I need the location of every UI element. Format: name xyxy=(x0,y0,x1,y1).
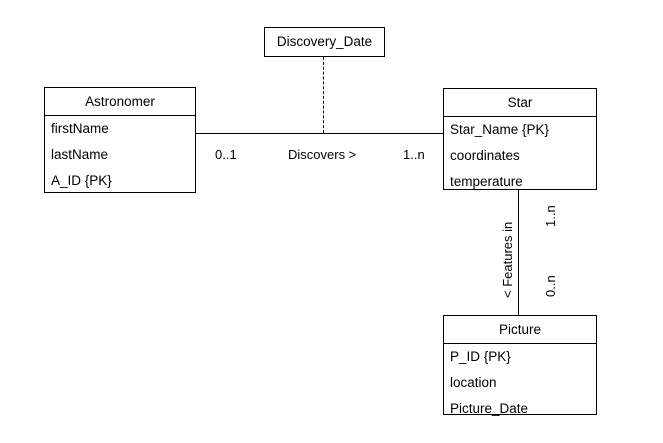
relationship-label-features-in: < Features in xyxy=(500,221,515,298)
entity-picture-title: Picture xyxy=(444,316,596,344)
cardinality-star-side: 1..n xyxy=(403,147,425,162)
association-class-discovery-date[interactable]: Discovery_Date xyxy=(264,27,385,57)
attribute-row: coordinates xyxy=(450,148,520,163)
entity-star-attributes: Star_Name {PK} coordinates temperature xyxy=(444,117,596,195)
attribute-row: lastName xyxy=(51,147,109,162)
association-class-dashed-connector xyxy=(323,57,324,133)
entity-star-title: Star xyxy=(444,89,596,117)
association-line-discovers[interactable] xyxy=(196,133,443,134)
attribute-row: Star_Name {PK} xyxy=(450,122,550,137)
entity-picture-attributes: P_ID {PK} location Picture_Date xyxy=(444,344,596,422)
cardinality-astronomer-side: 0..1 xyxy=(215,147,237,162)
entity-picture[interactable]: Picture P_ID {PK} location Picture_Date xyxy=(443,315,597,416)
entity-astronomer[interactable]: Astronomer firstName lastName A_ID {PK} xyxy=(44,87,196,193)
attribute-row: firstName xyxy=(51,121,109,136)
entity-star[interactable]: Star Star_Name {PK} coordinates temperat… xyxy=(443,88,597,190)
entity-astronomer-title: Astronomer xyxy=(45,88,195,116)
cardinality-features-star-side: 1..n xyxy=(543,205,558,227)
attribute-row: Picture_Date xyxy=(450,401,529,416)
entity-astronomer-attributes: firstName lastName A_ID {PK} xyxy=(45,116,195,194)
cardinality-features-picture-side: 0..n xyxy=(543,275,558,297)
attribute-row: A_ID {PK} xyxy=(51,173,112,188)
relationship-label-discovers: Discovers > xyxy=(288,147,357,162)
attribute-row: P_ID {PK} xyxy=(450,349,511,364)
association-line-features-in[interactable] xyxy=(518,190,519,315)
attribute-row: temperature xyxy=(450,174,523,189)
attribute-row: location xyxy=(450,375,497,390)
